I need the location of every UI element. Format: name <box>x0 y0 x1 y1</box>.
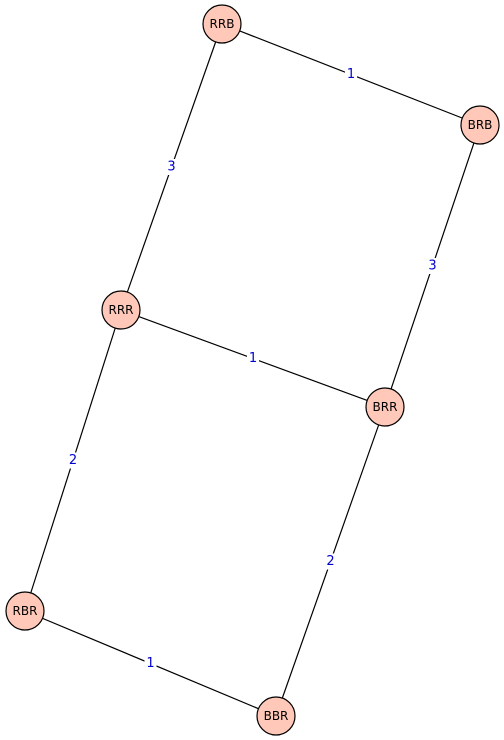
node-circle <box>460 105 500 145</box>
node-rbr: RBR <box>5 591 45 631</box>
node-label: RBR <box>13 604 38 618</box>
edge-label-background <box>144 655 157 672</box>
edge-label-rrb-brb: 1 <box>347 67 355 82</box>
node-label: BRR <box>373 400 398 414</box>
edge-label-background <box>426 258 439 274</box>
edge-label-background <box>345 66 357 83</box>
edge-label-background <box>165 159 178 175</box>
edge-label-background <box>247 350 259 367</box>
node-circle <box>256 696 296 736</box>
node-label: BBR <box>264 709 289 723</box>
edges-layer <box>24 23 481 717</box>
node-rrr: RRR <box>101 290 141 330</box>
edge-label-rbr-bbr: 1 <box>146 656 154 671</box>
node-circle <box>202 4 242 44</box>
node-label: BRB <box>468 118 493 132</box>
edge-label-rrr-rbr: 2 <box>69 453 77 468</box>
edge-label-background <box>67 452 79 469</box>
node-circle <box>5 591 45 631</box>
node-rrb: RRB <box>202 4 242 44</box>
node-circle <box>365 387 405 427</box>
nodes-layer: RRB BRB RRR BRR RBR BBR <box>5 4 500 736</box>
node-label: RRB <box>210 17 235 31</box>
node-circle <box>101 290 141 330</box>
node-brb: BRB <box>460 105 500 145</box>
edge-label-rrb-rrr: 3 <box>167 160 175 175</box>
edge-labels-layer: 1 3 3 1 2 2 1 <box>67 66 439 672</box>
node-bbr: BBR <box>256 696 296 736</box>
edge-label-brr-bbr: 2 <box>326 554 334 569</box>
node-brr: BRR <box>365 387 405 427</box>
edge-label-rrr-brr: 1 <box>249 351 257 366</box>
edge-label-background <box>324 553 337 570</box>
node-label: RRR <box>108 303 133 317</box>
edge-label-brb-brr: 3 <box>428 259 436 274</box>
